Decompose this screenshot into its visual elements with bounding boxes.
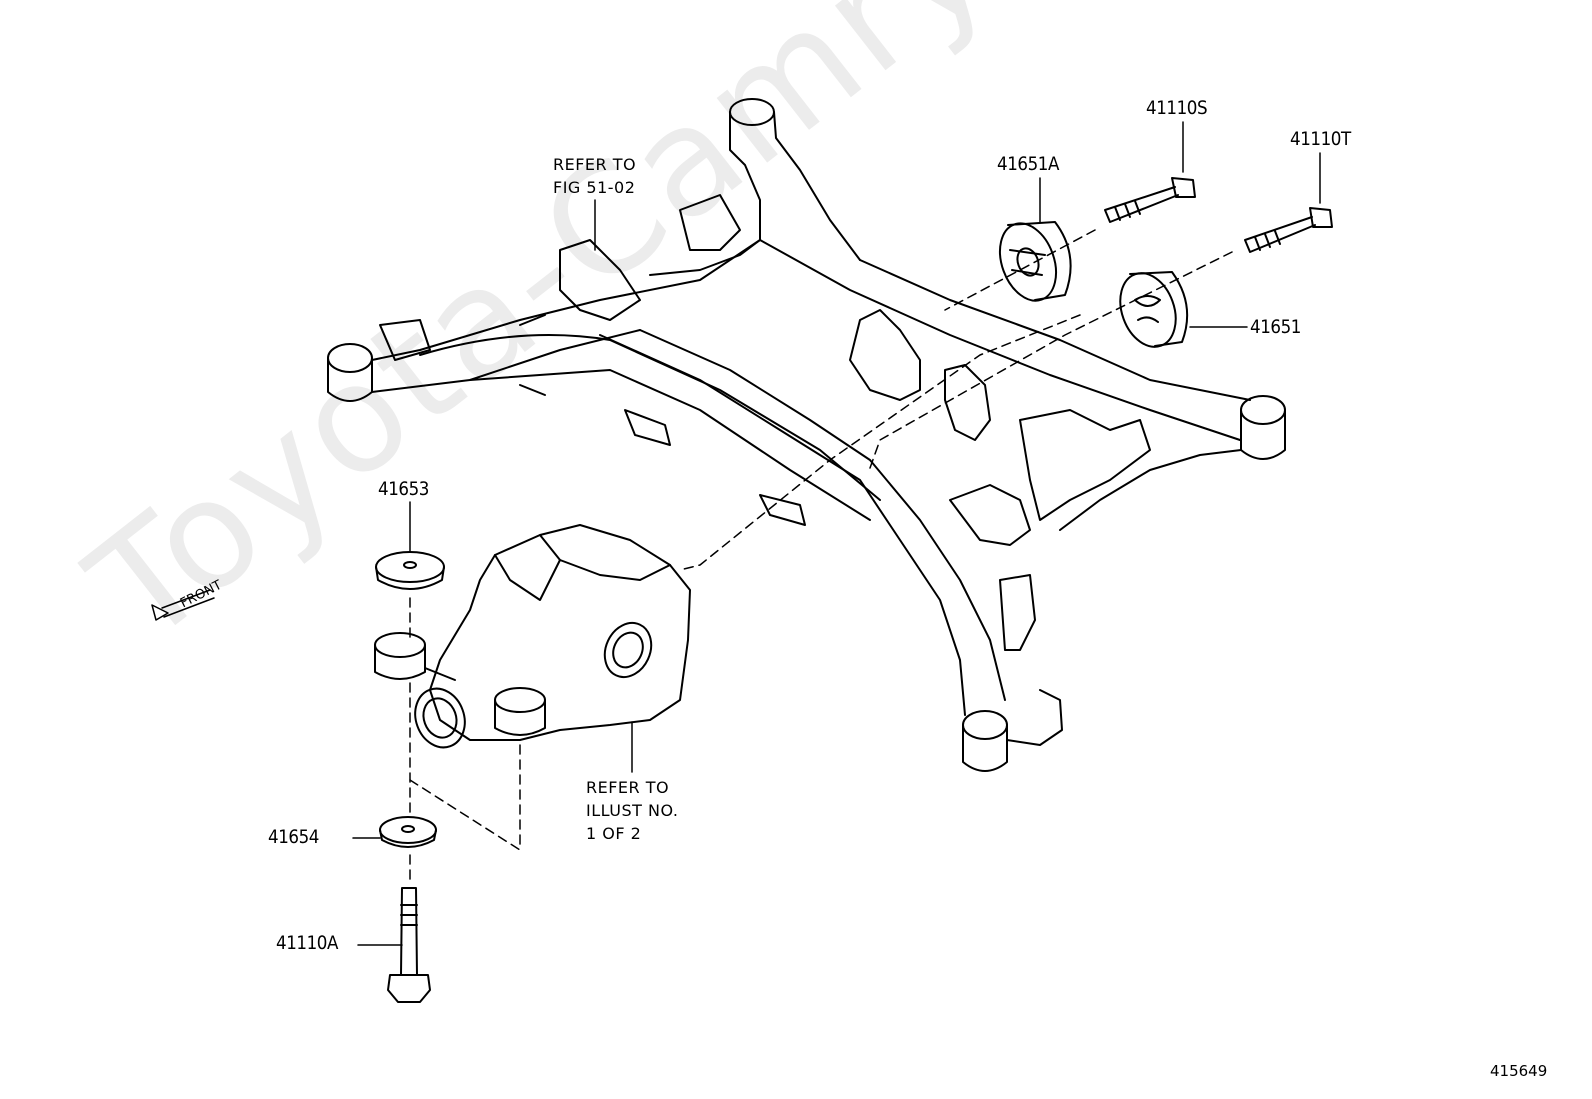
part-label-41110t[interactable]: 41110T <box>1290 128 1351 150</box>
refer-to-fig-line1: REFER TO <box>553 155 637 174</box>
refer-to-fig-line2: FIG 51-02 <box>553 178 636 197</box>
refer-to-illust-line1: REFER TO <box>586 778 670 797</box>
bolt-41110a-shape <box>387 887 431 1003</box>
rear-suspension-crossmember <box>327 98 1286 772</box>
part-label-41651[interactable]: 41651 <box>1250 316 1301 338</box>
bolt-41110t-shape <box>1244 207 1333 253</box>
bolt-41110s-shape <box>1104 177 1196 223</box>
part-label-41653[interactable]: 41653 <box>378 478 429 500</box>
illustration-number: 415649 <box>1490 1062 1548 1080</box>
front-arrow-icon <box>151 589 215 621</box>
bushing-41651a-shape <box>998 221 1072 302</box>
part-label-41110s[interactable]: 41110S <box>1146 97 1208 119</box>
part-label-41110a[interactable]: 41110A <box>276 932 338 954</box>
washer-41654-shape <box>379 816 437 848</box>
leader-lines <box>352 121 1321 946</box>
refer-to-illust-line2: ILLUST NO. <box>586 801 679 820</box>
refer-to-illust-line3: 1 OF 2 <box>586 824 642 843</box>
differential-assembly <box>374 524 691 749</box>
refer-to-illust-note: REFER TO ILLUST NO. 1 OF 2 <box>586 776 678 845</box>
refer-to-fig-note: REFER TO FIG 51-02 <box>553 153 636 199</box>
assembly-dashed-lines <box>409 229 1233 886</box>
part-label-41651a[interactable]: 41651A <box>997 153 1059 175</box>
part-label-41654[interactable]: 41654 <box>268 826 319 848</box>
bushing-41651-shape <box>1119 271 1189 348</box>
stopper-41653-shape <box>375 551 445 590</box>
